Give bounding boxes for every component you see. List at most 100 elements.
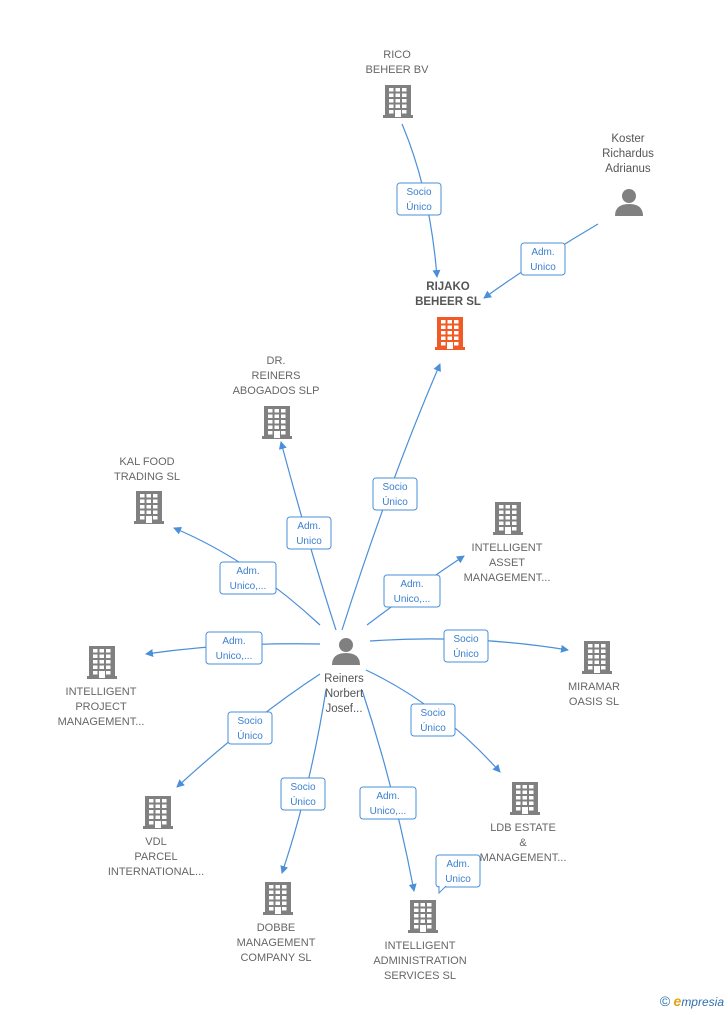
node-label: INTELLIGENT <box>66 686 137 698</box>
edge-reiners-intadmin[interactable]: Adm. Unico,... <box>359 689 417 892</box>
edge-koster-rijako[interactable]: Adm.Unico <box>483 223 599 299</box>
relation-label-box[interactable]: Adm. Unico,... <box>205 631 263 665</box>
building-icon <box>435 317 465 350</box>
relation-label-text: Único <box>406 200 432 213</box>
node-label: MANAGEMENT... <box>58 716 145 728</box>
node-label: SERVICES SL <box>384 970 456 982</box>
brand-logo-initial: e <box>673 993 682 1009</box>
relation-label-text: Socio <box>420 708 445 719</box>
edge-reiners-intasset[interactable]: Adm.Unico,... <box>366 555 465 626</box>
relation-label-box[interactable]: Adm.Unico <box>286 516 332 550</box>
building-icon <box>582 641 612 674</box>
relation-label-text: Único <box>382 495 408 508</box>
node-label: Adrianus <box>605 163 651 175</box>
edge-reiners-intproject[interactable]: Adm. Unico,... <box>145 631 321 665</box>
relation-label-text: Adm. <box>222 636 245 647</box>
node-label: BEHEER BV <box>366 64 430 76</box>
node-label: OASIS SL <box>569 696 619 708</box>
node-label: REINERS <box>252 370 301 382</box>
edge-reiners-intadmin-2[interactable]: Adm. Unico <box>435 854 481 895</box>
building-icon <box>383 85 413 118</box>
relation-label-text: Unico <box>445 874 471 885</box>
building-icon <box>493 502 523 535</box>
relation-label-text: Unico,... <box>230 581 267 592</box>
relation-label-text: Único <box>453 647 479 660</box>
person-icon <box>332 638 360 665</box>
node-label: KAL FOOD <box>119 456 174 468</box>
node-label: Richardus <box>602 148 654 160</box>
node-label: Josef... <box>325 703 362 715</box>
building-icon <box>510 782 540 815</box>
node-label: MIRAMAR <box>568 681 620 693</box>
node-label: ASSET <box>489 557 525 569</box>
node-reiners[interactable]: ReinersNorbertJosef... <box>324 638 364 715</box>
node-label: LDB ESTATE <box>490 822 556 834</box>
relation-label-text: Socio <box>406 187 431 198</box>
relation-label-text: Unico <box>530 262 556 273</box>
node-rijako[interactable]: RIJAKO BEHEER SL <box>415 281 481 350</box>
building-icon <box>408 900 438 933</box>
edge-reiners-drreiners[interactable]: Adm.Unico <box>278 441 337 631</box>
node-miramar[interactable]: MIRAMAR OASIS SL <box>568 641 620 708</box>
edge-reiners-kalfood[interactable]: Adm. Unico,... <box>173 527 321 626</box>
node-label: VDL <box>145 836 166 848</box>
relation-label-text: Adm. <box>376 791 399 802</box>
node-label: RIJAKO <box>426 281 470 293</box>
relation-label-box[interactable]: Adm.Unico <box>520 242 566 276</box>
node-label: MANAGEMENT... <box>480 852 567 864</box>
building-icon <box>143 796 173 829</box>
building-icon <box>262 406 292 439</box>
node-vdl[interactable]: VDLPARCELINTERNATIONAL... <box>108 796 204 878</box>
node-label: MANAGEMENT <box>237 937 316 949</box>
node-label: TRADING SL <box>114 471 180 483</box>
node-drreiners[interactable]: DR. REINERS ABOGADOS SLP <box>233 355 320 439</box>
copyright-symbol: © <box>659 993 671 1009</box>
person-icon <box>615 189 643 216</box>
relation-label-text: Adm. <box>236 566 259 577</box>
relation-label-box[interactable]: Adm. Unico <box>435 854 481 895</box>
node-label: INTELLIGENT <box>385 940 456 952</box>
relation-label-text: Único <box>237 729 263 742</box>
node-label: INTELLIGENT <box>472 542 543 554</box>
relation-label-text: Único <box>420 721 446 734</box>
node-ldb[interactable]: LDB ESTATE&MANAGEMENT... <box>480 782 567 864</box>
relation-label-text: Socio <box>290 782 315 793</box>
node-kalfood[interactable]: KAL FOOD TRADING SL <box>114 456 180 524</box>
relation-label-box[interactable]: Adm.Unico,... <box>383 574 441 608</box>
footer-brand[interactable]: © empresia <box>660 993 724 1009</box>
building-icon <box>263 882 293 915</box>
node-label: DR. <box>267 355 286 367</box>
relation-label-box[interactable]: Adm. Unico,... <box>359 786 417 820</box>
building-icon <box>134 491 164 524</box>
node-label: ABOGADOS SLP <box>233 385 320 397</box>
relation-label-text: Adm. <box>446 859 469 870</box>
relation-label-text: Unico,... <box>370 806 407 817</box>
node-intproject[interactable]: INTELLIGENTPROJECTMANAGEMENT... <box>58 646 145 728</box>
relation-label-text: Unico,... <box>216 651 253 662</box>
node-intasset[interactable]: INTELLIGENT ASSET MANAGEMENT... <box>464 502 551 584</box>
node-label: PARCEL <box>134 851 177 863</box>
node-label: BEHEER SL <box>415 296 481 308</box>
relation-label-box[interactable]: Adm. Unico,... <box>219 561 277 595</box>
brand-name: mpresia <box>681 995 724 1009</box>
node-label: MANAGEMENT... <box>464 572 551 584</box>
relation-label-text: Unico,... <box>394 594 431 605</box>
